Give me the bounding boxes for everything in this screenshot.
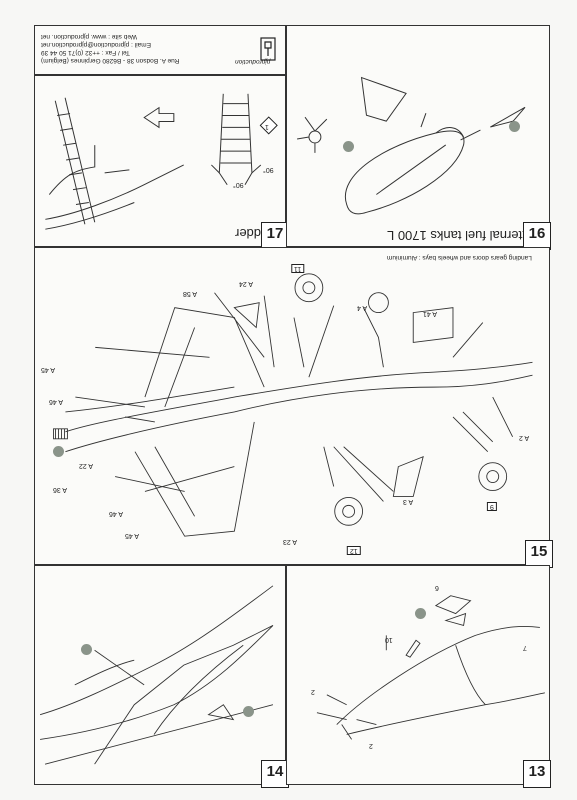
nose-cone-drawing <box>316 595 545 740</box>
fuselage-drawing <box>53 273 533 537</box>
part-label: A 22 <box>79 462 94 469</box>
panel-title: External fuel tanks 1700 L <box>387 228 538 243</box>
email-line: Email : pjproduction@pjproduction.net <box>41 41 151 48</box>
phone-line: Tel / Fax : ++32 (0)71 50 44 39 <box>41 49 130 56</box>
part-label: A 41 <box>423 310 438 317</box>
color-callout <box>415 608 426 619</box>
website-line: Web site : www. pjproduction. net <box>41 33 137 40</box>
angle-label: 90° <box>233 181 244 188</box>
part-label: 2 <box>311 688 315 695</box>
step-number: 16 <box>523 222 551 250</box>
part-label: A 24 <box>239 280 254 287</box>
cockpit-rear-drawing <box>39 585 274 765</box>
panel-15-main-assembly: Landing gears doors and wheels bays : Al… <box>34 247 553 568</box>
angle-label: 90° <box>263 166 274 173</box>
step-number: 15 <box>525 540 553 568</box>
step-number: 13 <box>523 760 551 788</box>
ladder-step-label: 1 <box>265 123 269 130</box>
part-label: 6 <box>435 584 439 591</box>
part-label: A 36 <box>53 486 68 493</box>
part-label: A 2 <box>519 434 530 441</box>
color-callout <box>81 644 92 655</box>
part-label: A 23 <box>283 538 298 545</box>
color-callout <box>53 446 64 457</box>
part-label: A 46 <box>49 398 64 405</box>
part-label: A 45 <box>125 532 140 539</box>
part-label: 10 <box>385 636 393 643</box>
color-callout <box>343 141 354 152</box>
logo-text: pjproduction <box>235 58 271 65</box>
part-label: A 46 <box>109 510 124 517</box>
part-label: A 45 <box>41 366 56 373</box>
part-label: A 4 <box>357 304 368 311</box>
color-callout <box>509 121 520 132</box>
ref-box: 11 <box>291 264 305 273</box>
part-label: 2 <box>369 742 373 749</box>
panel-16-fuel-tanks: External fuel tanks 1700 L 16 <box>286 25 551 250</box>
address-block: Rue A. Bodson 38 - B6280 Gerpinnes (Belg… <box>41 32 221 64</box>
ladder-drawing <box>45 93 278 230</box>
panel-14: 14 <box>34 565 289 788</box>
part-label: A 3 <box>403 498 414 505</box>
header-panel: Rue A. Bodson 38 - B6280 Gerpinnes (Belg… <box>34 25 286 75</box>
panel-13: 6 7 10 2 2 13 <box>286 565 551 788</box>
logo-icon <box>260 37 276 61</box>
part-label: 7 <box>523 644 527 651</box>
logo: pjproduction <box>235 32 279 68</box>
fuel-tank-drawing <box>297 76 526 215</box>
step-number: 17 <box>261 222 289 250</box>
ref-box: 9 <box>487 502 497 511</box>
address-line: Rue A. Bodson 38 - B6280 Gerpinnes (Belg… <box>41 57 180 64</box>
panel-17-ladder: 1 90° 90° Ladder 17 <box>34 75 289 250</box>
part-label: A 58 <box>183 290 198 297</box>
ref-box: 12 <box>347 546 361 555</box>
step-number: 14 <box>261 760 289 788</box>
color-callout <box>243 706 254 717</box>
panel-note: Landing gears doors and wheels bays : Al… <box>387 254 532 261</box>
